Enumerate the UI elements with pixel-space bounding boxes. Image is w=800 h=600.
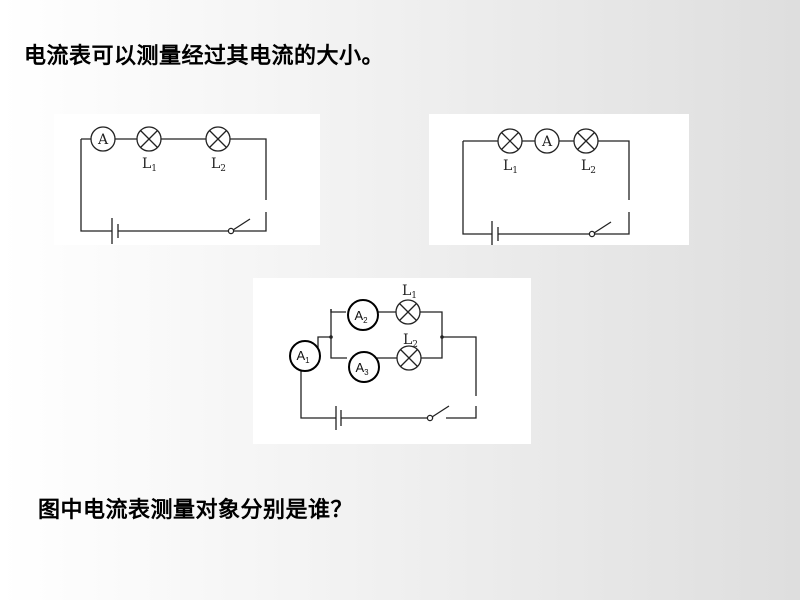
lamp-1-symbol — [395, 299, 421, 325]
svg-text:A: A — [541, 134, 553, 150]
ammeter-symbol: A — [534, 128, 560, 154]
lamp-2-label: L2 — [403, 332, 418, 350]
question-text: 图中电流表测量对象分别是谁？ — [38, 498, 354, 523]
page-heading: 电流表可以测量经过其电流的大小。 — [24, 44, 385, 69]
lamp-1-label: L1 — [402, 283, 417, 301]
lamp-2-symbol — [205, 126, 231, 152]
ammeter-symbol: A — [90, 126, 116, 152]
lamp-1-label: L1 — [503, 158, 518, 176]
svg-text:A1: A1 — [296, 348, 310, 365]
ammeter-2-symbol: A2 — [347, 299, 379, 331]
lamp-1-label: L1 — [142, 156, 157, 174]
lamp-1-symbol — [497, 128, 523, 154]
circuit-diagram-1: A L1 L2 — [54, 114, 320, 245]
circuit-diagram-3: A1 A2 A3 L1 L2 — [253, 278, 531, 444]
lamp-2-symbol — [573, 128, 599, 154]
svg-text:A: A — [97, 132, 109, 148]
circuit-diagram-2: L1 A L2 — [429, 114, 689, 245]
switch-pivot — [426, 414, 434, 422]
svg-text:A3: A3 — [355, 360, 369, 377]
lamp-2-label: L2 — [211, 156, 226, 174]
switch-pivot — [227, 227, 235, 235]
ammeter-1-symbol: A1 — [289, 340, 321, 372]
lamp-1-symbol — [136, 126, 162, 152]
ammeter-3-symbol: A3 — [348, 351, 380, 383]
switch-pivot — [588, 230, 596, 238]
lamp-2-label: L2 — [581, 158, 596, 176]
lamp-2-symbol — [396, 345, 422, 371]
svg-text:A2: A2 — [354, 308, 368, 325]
